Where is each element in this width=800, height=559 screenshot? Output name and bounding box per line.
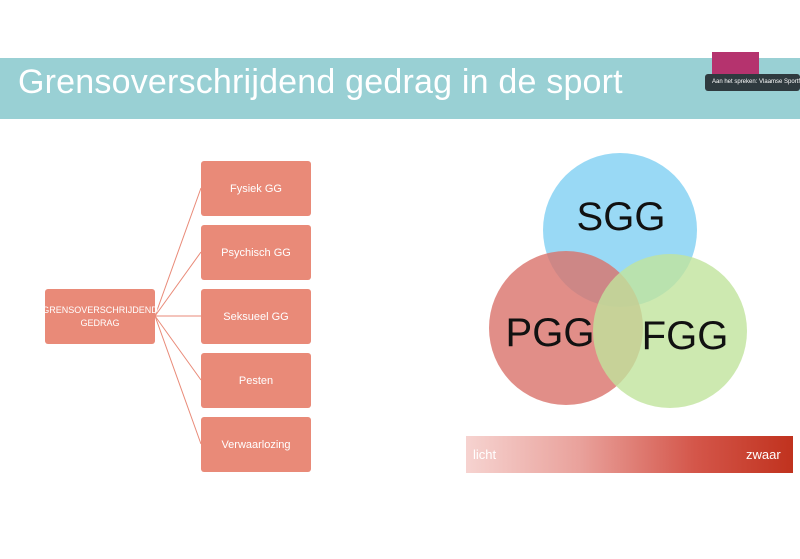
speaker-badge: Aan het spreken: Vlaamse Sportfederatie <box>705 74 800 91</box>
scale-label-right: zwaar <box>746 447 781 462</box>
venn-diagram: SGG PGG FGG <box>489 153 747 408</box>
hierarchy-child-fysiek: Fysiek GG <box>201 161 311 216</box>
connector-line <box>154 251 202 317</box>
venn-circle-right <box>593 254 747 408</box>
hierarchy-child-seksueel: Seksueel GG <box>201 289 311 344</box>
venn-label-left: PGG <box>506 311 595 355</box>
accent-block <box>712 52 759 74</box>
hierarchy-child-pesten: Pesten <box>201 353 311 408</box>
venn-label-top: SGG <box>577 195 666 239</box>
connector-line <box>154 187 202 317</box>
connector-line <box>154 315 202 381</box>
slide-title: Grensoverschrijdend gedrag in de sport <box>18 63 623 101</box>
connector-line <box>154 315 202 445</box>
severity-scale-bar <box>466 436 793 473</box>
scale-label-left: licht <box>473 447 497 462</box>
venn-label-right: FGG <box>642 314 729 358</box>
hierarchy-child-psychisch: Psychisch GG <box>201 225 311 280</box>
hierarchy-root-box: Grensoverschrijdend gedrag <box>42 289 158 344</box>
title-bar <box>0 58 800 119</box>
hierarchy-child-verwaarlozing: Verwaarlozing <box>201 417 311 472</box>
